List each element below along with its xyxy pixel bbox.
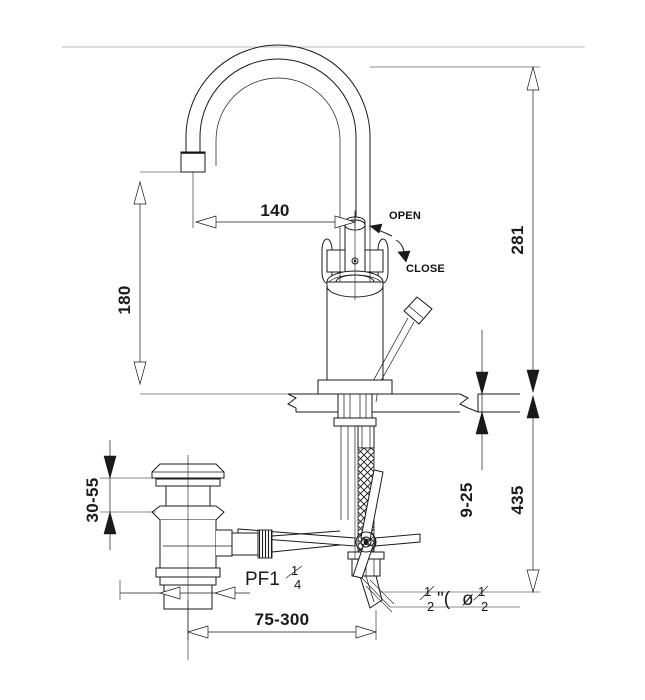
callout-close: CLOSE	[395, 239, 445, 275]
dimension-180-label: 180	[115, 285, 134, 314]
gooseneck-spout	[185, 44, 371, 230]
mounting-shank	[333, 393, 377, 520]
dimension-deck-thickness: 9-25	[457, 330, 489, 518]
dimension-spout-height: 180	[115, 171, 193, 386]
dimension-140-label: 140	[260, 201, 289, 220]
supply-thread-phi-symbol: ø	[462, 589, 474, 610]
supply-fraction2-denominator: 2	[481, 599, 488, 614]
dimension-total-length: 435	[380, 394, 540, 594]
supply-fraction-denominator: 2	[427, 599, 434, 614]
close-label: CLOSE	[406, 263, 445, 275]
drain-fraction-numerator: 1	[291, 563, 298, 578]
open-label: OPEN	[389, 210, 421, 222]
drain-fraction-denominator: 4	[294, 577, 301, 592]
dimension-spout-reach: 140	[192, 172, 357, 229]
dimension-75-300-label: 75-300	[255, 610, 310, 629]
supply-outlet-tail	[359, 575, 383, 609]
faucet-base-plate	[317, 379, 393, 395]
supply-fraction2-numerator: 1	[478, 584, 485, 599]
drain-thread-label: PF1	[245, 569, 280, 590]
dimension-435-label: 435	[508, 485, 527, 514]
countertop-deck	[287, 393, 520, 413]
dimension-281-label: 281	[508, 225, 527, 254]
dimension-overall-height: 281	[370, 65, 540, 394]
callout-supply-thread: 1 2 "( ø 1 2	[361, 577, 520, 614]
dimension-drain-adjust: 30-55	[83, 440, 156, 550]
supply-thread-quote: "(	[437, 589, 451, 610]
callout-open: OPEN	[369, 210, 421, 237]
pop-up-linkage-pivot	[237, 469, 421, 579]
dimension-tailpiece-range: 75-300	[119, 580, 378, 640]
pivot-nut	[231, 529, 341, 559]
dimension-30-55-label: 30-55	[83, 478, 102, 523]
dimension-9-25-label: 9-25	[457, 482, 476, 517]
aerator-outlet	[180, 151, 206, 173]
supply-fraction-numerator: 1	[424, 584, 431, 599]
callout-drain-thread: PF1 1 4	[245, 563, 303, 592]
